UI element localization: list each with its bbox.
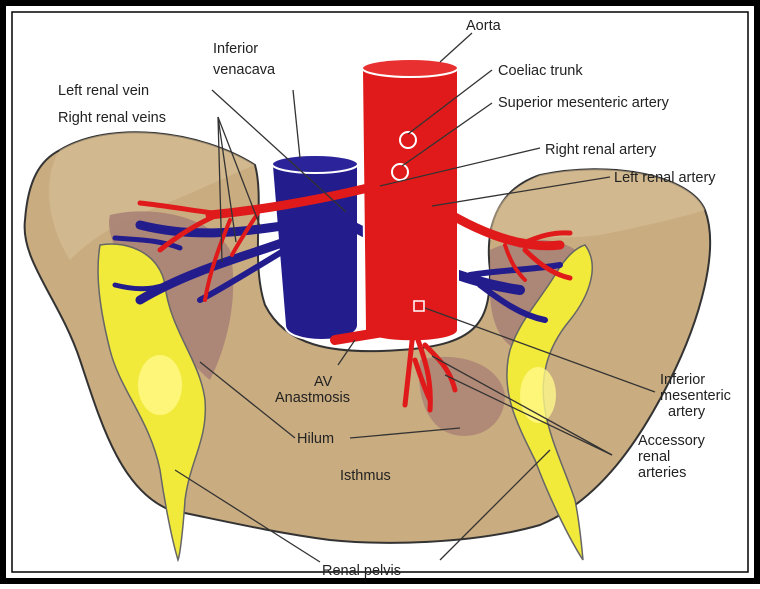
label-inferior-venacava-1: Inferior — [213, 41, 258, 57]
aorta-top — [362, 59, 458, 77]
label-inferior-mesenteric-1: Inferior — [660, 372, 705, 388]
label-accessory-2: renal — [638, 449, 670, 465]
label-inferior-venacava-2: venacava — [213, 62, 276, 78]
label-accessory-3: arteries — [638, 465, 686, 481]
label-right-renal-artery: Right renal artery — [545, 142, 657, 158]
label-right-renal-veins: Right renal veins — [58, 110, 166, 126]
label-renal-pelvis: Renal pelvis — [322, 563, 401, 579]
label-superior-mesenteric-artery: Superior mesenteric artery — [498, 95, 670, 111]
aorta — [362, 61, 458, 341]
label-left-renal-vein: Left renal vein — [58, 83, 149, 99]
label-inferior-mesenteric-3: artery — [668, 404, 706, 420]
label-left-renal-artery: Left renal artery — [614, 170, 716, 186]
label-aorta: Aorta — [466, 18, 502, 34]
left-pelvis-highlight — [138, 355, 182, 415]
label-hilum: Hilum — [297, 431, 334, 447]
inferior-vena-cava — [272, 154, 358, 340]
label-coeliac-trunk: Coeliac trunk — [498, 63, 583, 79]
label-inferior-mesenteric-2: mesenteric — [660, 388, 731, 404]
label-av-1: AV — [314, 374, 333, 390]
label-av-2: Anastmosis — [275, 390, 350, 406]
label-isthmus: Isthmus — [340, 468, 391, 484]
label-accessory-1: Accessory — [638, 433, 706, 449]
vena-cava-top — [272, 155, 358, 173]
